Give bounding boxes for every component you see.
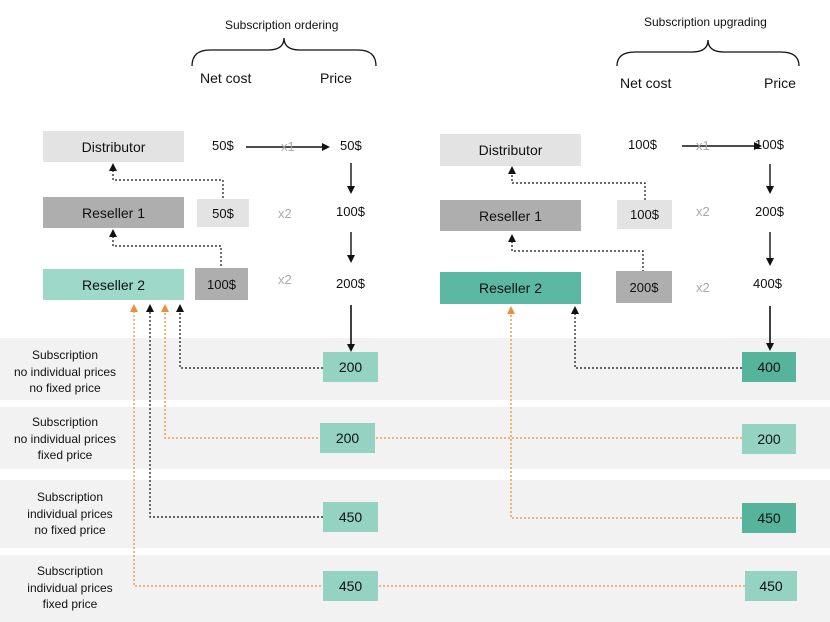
right-result-row2: 200 xyxy=(742,424,796,454)
dotted-orange-row2 xyxy=(161,304,742,439)
row-band-2 xyxy=(0,407,830,469)
right-net-cost-reseller2: 200$ xyxy=(616,271,672,303)
left-distributor-node: Distributor xyxy=(43,131,184,162)
dotted-right-row1 xyxy=(571,306,742,369)
dotted-left-r1-dist xyxy=(109,163,224,198)
left-net-cost-distributor: 50$ xyxy=(212,138,234,153)
left-price-reseller2: 200$ xyxy=(336,276,365,291)
right-net-cost-distributor: 100$ xyxy=(628,137,657,152)
dotted-right-r2-r1 xyxy=(508,234,644,272)
left-multiplier-2: x2 xyxy=(278,206,292,221)
left-reseller1-node: Reseller 1 xyxy=(43,197,184,228)
left-price-distributor: 50$ xyxy=(340,138,362,153)
dotted-orange-right-row3 xyxy=(507,306,742,519)
right-result-row3: 450 xyxy=(742,503,796,533)
dotted-left-row3 xyxy=(146,304,323,518)
right-reseller2-node: Reseller 2 xyxy=(440,272,581,304)
brace-left xyxy=(191,37,377,67)
left-price-reseller1: 100$ xyxy=(336,204,365,219)
row-band-4 xyxy=(0,555,830,622)
left-result-row2: 200 xyxy=(320,423,375,453)
right-multiplier-3: x2 xyxy=(696,280,710,295)
left-result-row1: 200 xyxy=(323,352,378,382)
left-result-row3: 450 xyxy=(323,502,378,532)
dotted-orange-row4 xyxy=(130,304,745,587)
left-reseller2-node: Reseller 2 xyxy=(43,269,184,300)
right-multiplier-2: x2 xyxy=(696,204,710,219)
right-price-label: Price xyxy=(764,75,796,91)
right-header: Subscription upgrading xyxy=(644,15,767,29)
right-net-cost-reseller1: 100$ xyxy=(617,200,672,229)
left-result-row4: 450 xyxy=(323,571,378,601)
left-multiplier-3: x2 xyxy=(278,272,292,287)
row-band-1 xyxy=(0,338,830,400)
dotted-right-r1-dist xyxy=(508,166,646,200)
left-header: Subscription ordering xyxy=(225,18,339,32)
right-net-cost-label: Net cost xyxy=(620,75,672,91)
dotted-left-row1 xyxy=(176,304,323,369)
right-price-distributor: 100$ xyxy=(755,137,784,152)
right-result-row4: 450 xyxy=(745,571,797,601)
right-result-row1: 400 xyxy=(742,352,796,382)
right-price-reseller2: 400$ xyxy=(753,276,782,291)
left-multiplier-1: x1 xyxy=(281,139,295,154)
left-price-label: Price xyxy=(320,70,352,86)
right-reseller1-node: Reseller 1 xyxy=(440,200,581,231)
left-net-cost-reseller1: 50$ xyxy=(197,199,249,227)
right-distributor-node: Distributor xyxy=(440,134,581,166)
right-multiplier-1: x1 xyxy=(696,138,710,153)
right-price-reseller1: 200$ xyxy=(755,204,784,219)
brace-right xyxy=(616,39,800,67)
left-net-cost-label: Net cost xyxy=(200,70,252,86)
row-band-3 xyxy=(0,480,830,548)
left-net-cost-reseller2: 100$ xyxy=(195,268,248,300)
dotted-left-r2-r1 xyxy=(109,229,222,270)
